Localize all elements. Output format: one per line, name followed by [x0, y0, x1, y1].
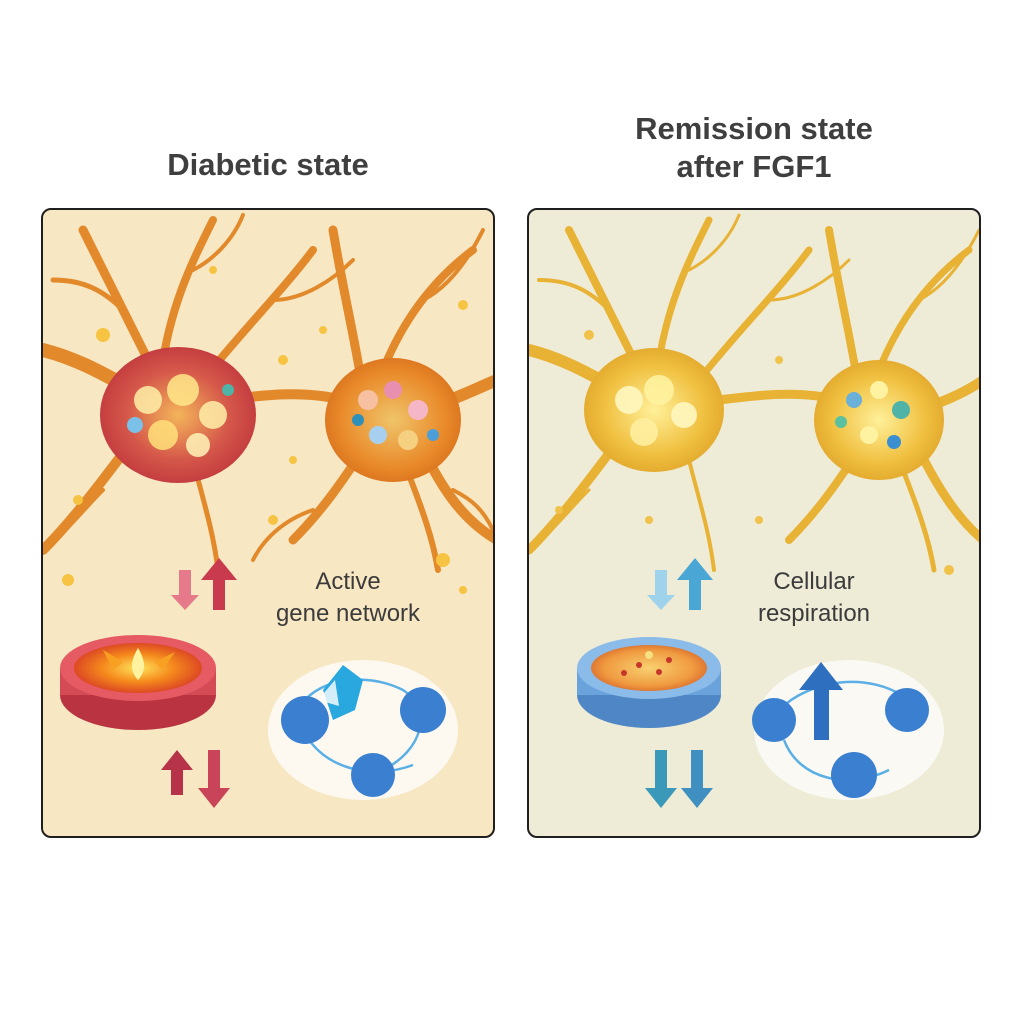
remission-illustration	[529, 213, 979, 808]
nucleus-granules	[615, 375, 910, 449]
inflamed-neuron-body	[100, 347, 256, 483]
neuron-body	[325, 358, 461, 482]
healthy-tissue-dish	[577, 637, 721, 728]
remission-state-panel: Cellular respiration	[527, 208, 981, 838]
healthy-neuron-body	[584, 348, 724, 472]
healthy-neuron-body	[814, 360, 944, 480]
protein-complex	[752, 660, 944, 800]
cellular-respiration-label: Cellular respiration	[757, 568, 871, 627]
vesicle-dots	[62, 266, 468, 594]
blue-regulation-arrows-bottom	[645, 750, 713, 808]
red-regulation-arrows-bottom	[161, 750, 230, 808]
remission-state-title: Remission state after FGF1	[635, 111, 873, 184]
inflamed-tissue-dish	[60, 635, 216, 730]
diabetic-state-panel: Active gene network	[41, 208, 495, 838]
diabetic-illustration	[43, 213, 493, 808]
protein-complex	[268, 660, 458, 800]
red-regulation-arrows-top	[171, 558, 237, 610]
active-gene-network-label: Active gene network	[275, 568, 421, 627]
nucleus-granules	[127, 374, 439, 457]
diabetic-state-title: Diabetic state	[167, 147, 369, 182]
vesicle-dots	[555, 330, 954, 575]
blue-regulation-arrows-top	[647, 558, 713, 610]
